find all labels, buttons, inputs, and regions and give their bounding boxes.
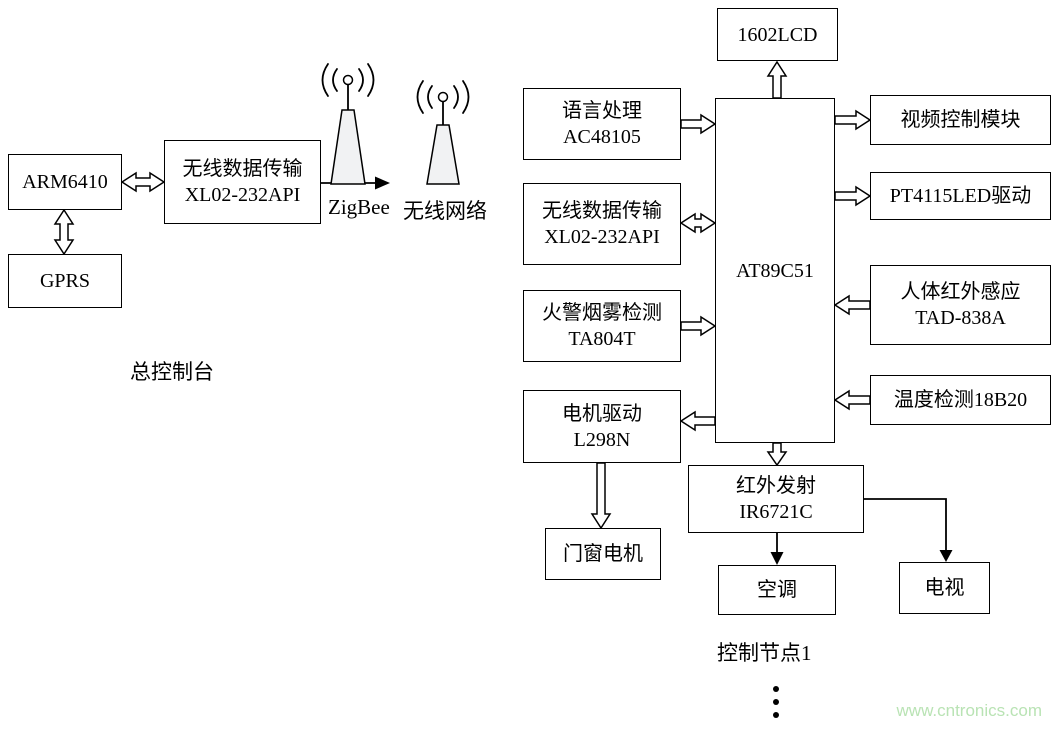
node-gprs: GPRS (8, 254, 122, 308)
node-label: AT89C51 (736, 259, 814, 282)
node-at89c51: AT89C51 (715, 98, 835, 443)
arrow-temp-mcu (833, 389, 871, 411)
node-label: 1602LCD (737, 23, 818, 46)
node-wireless-master: 无线数据传输 XL02-232API (164, 140, 321, 224)
node-caption: 控制节点1 (717, 641, 812, 665)
node-label: 门窗电机 (563, 543, 643, 565)
node-motor-l298n: 电机驱动 L298N (523, 390, 681, 463)
node-1602lcd: 1602LCD (717, 8, 838, 61)
node-label: 空调 (757, 579, 797, 601)
master-caption: 总控制台 (130, 360, 214, 384)
arrow-pir-mcu (833, 294, 871, 316)
arrow-mcu-video (834, 109, 872, 131)
arrow-mcu-lcd (766, 60, 788, 99)
node-video-module: 视频控制模块 (870, 95, 1051, 145)
node-label: 火警烟雾检测 (542, 302, 662, 324)
wireless-network-label: 无线网络 (403, 199, 487, 223)
node-pt4115-led: PT4115LED驱动 (870, 172, 1051, 220)
node-label: 语言处理 (562, 100, 642, 122)
node-pir-tad838a: 人体红外感应 TAD-838A (870, 265, 1051, 345)
node-tv: 电视 (899, 562, 990, 614)
node-smoke-ta804t: 火警烟雾检测 TA804T (523, 290, 681, 362)
node-label: XL02-232API (544, 226, 660, 248)
node-door-motor: 门窗电机 (545, 528, 661, 580)
ellipsis-dot (773, 686, 779, 692)
arrow-speech-mcu (680, 113, 717, 135)
node-wireless-node: 无线数据传输 XL02-232API (523, 183, 681, 265)
node-label: 电视 (924, 577, 965, 599)
arrow-arm-wireless (120, 171, 166, 193)
arrow-mcu-motor (679, 410, 716, 432)
node-label: L298N (573, 428, 631, 451)
node-label: 人体红外感应 (900, 281, 1021, 303)
node-label: 电机驱动 (562, 402, 642, 425)
arrow-wireless-mcu (679, 212, 717, 234)
zigbee-label: ZigBee (328, 195, 390, 219)
arrow-ir-tv (864, 498, 953, 562)
ellipsis-dot (773, 712, 779, 718)
node-label: 温度检测18B20 (893, 389, 1028, 411)
node-air-conditioner: 空调 (718, 565, 836, 615)
node-label: AC48105 (563, 126, 641, 148)
arrow-smoke-mcu (680, 315, 717, 337)
node-ir-ir6721c: 红外发射 IR6721C (688, 465, 864, 533)
arrow-arm-gprs (53, 208, 75, 256)
node-label: PT4115LED驱动 (889, 185, 1032, 207)
node-label: 无线数据传输 (182, 158, 303, 180)
node-speech-ac48105: 语言处理 AC48105 (523, 88, 681, 160)
arrow-mcu-ir (766, 442, 788, 467)
ellipsis-dot (773, 699, 779, 705)
node-label: TAD-838A (915, 307, 1006, 329)
node-label: TA804T (568, 328, 636, 350)
watermark: www.cntronics.com (896, 701, 1042, 720)
node-label: 红外发射 (736, 475, 816, 497)
node-temp-18b20: 温度检测18B20 (870, 375, 1051, 425)
node-label: GPRS (39, 270, 91, 292)
arrow-motor-doormotor (590, 462, 612, 530)
arrow-mcu-led (834, 185, 872, 207)
antenna-icon (416, 80, 470, 185)
arrow-ir-ac (770, 533, 784, 565)
node-label: 视频控制模块 (900, 109, 1021, 131)
node-arm6410: ARM6410 (8, 154, 122, 210)
antenna-icon (321, 63, 375, 185)
node-label: ARM6410 (22, 171, 108, 193)
node-label: XL02-232API (184, 184, 301, 206)
node-label: 无线数据传输 (542, 200, 662, 222)
node-label: IR6721C (739, 501, 813, 523)
